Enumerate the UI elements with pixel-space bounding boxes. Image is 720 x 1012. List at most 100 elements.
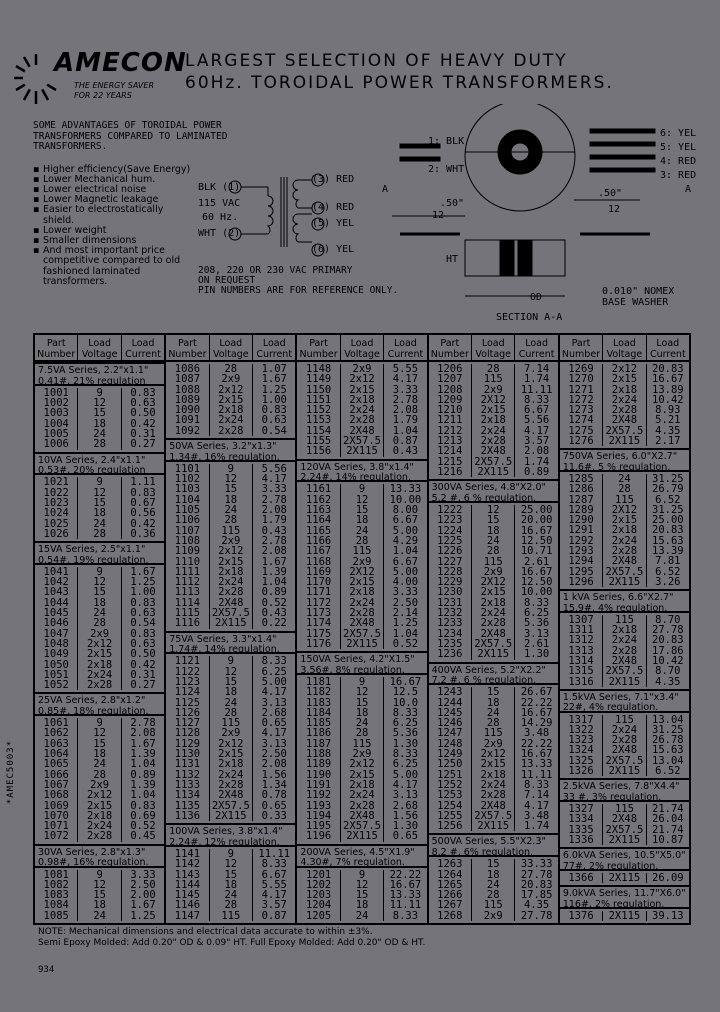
part-number-cell: 1312: [560, 635, 604, 646]
load-voltage-cell: 2x28: [341, 608, 385, 618]
part-number-cell: 1164: [297, 515, 341, 526]
part-number-cell: 1150: [297, 384, 341, 395]
load-voltage-cell: 18: [78, 508, 122, 519]
load-current-cell: 6.25: [261, 665, 287, 678]
load-voltage-cell: 24: [78, 910, 122, 921]
load-voltage-cell: 2X12: [603, 504, 647, 515]
part-number-cell: 1202: [297, 879, 341, 890]
load-current-cell: 22.22: [520, 737, 553, 750]
part-number-cell: 1376: [560, 910, 604, 921]
load-current-cell: 1.67: [130, 899, 156, 912]
load-current-cell: 7.14: [523, 789, 550, 802]
part-number-cell: 1249: [429, 749, 473, 759]
load-voltage-cell: 2x24: [210, 415, 254, 426]
series-heading: 750VA Series, 6.0"X2.7" 11.6#, 5 % regul…: [559, 448, 690, 472]
load-current-cell: 14.29: [520, 717, 553, 730]
advantage-item: Lower Magnetic leakage: [33, 194, 263, 205]
load-voltage-cell: 18: [78, 418, 122, 429]
part-number-cell: 1072: [35, 831, 79, 842]
part-number-cell: 1122: [166, 666, 210, 677]
series-heading: 2.5kVA Series, 7.8"X4.4" 33 #, 3% regula…: [559, 778, 690, 802]
load-current-cell: 0.65: [392, 830, 419, 843]
load-voltage-cell: 2x9: [78, 628, 122, 639]
part-number-cell: 1062: [35, 728, 79, 739]
load-current-cell: 0.27: [130, 438, 156, 451]
load-current-cell: 0.31: [130, 668, 156, 681]
load-current-cell: 1.00: [130, 586, 156, 599]
part-number-cell: 1294: [560, 556, 604, 567]
lead-6-label: 6: YEL: [660, 128, 697, 139]
load-voltage-cell: 2x24: [210, 577, 254, 588]
series-heading: 6.0kVA Series, 10.5"X5.0" 77#, 2% regula…: [559, 847, 690, 871]
part-number-cell: 1169: [297, 566, 341, 577]
load-voltage-cell: 2x18: [341, 587, 385, 598]
section-marker-left: A: [382, 184, 389, 195]
load-current-cell: 0.56: [130, 507, 156, 520]
load-current-cell: 2.14: [392, 607, 419, 620]
series-heading: 15VA Series, 2.5"x1.1" 0.54#, 19% regula…: [35, 541, 165, 565]
part-number-cell: 1068: [35, 790, 79, 801]
load-current-cell: 5.56: [523, 414, 550, 427]
load-voltage-cell: 2X57.5: [472, 639, 516, 649]
part-number-cell: 1112: [166, 577, 210, 588]
load-voltage-cell: 2X115: [341, 831, 385, 842]
load-current-cell: 11.11: [389, 899, 422, 912]
load-voltage-cell: 12: [78, 577, 122, 588]
part-number-cell: 1136: [166, 810, 210, 821]
load-voltage-cell: 115: [603, 804, 647, 814]
part-number-cell: 1208: [429, 384, 473, 395]
part-number-cell: 1204: [297, 900, 341, 911]
load-current-cell: 6.25: [392, 758, 419, 771]
advantage-item: Lower weight: [33, 225, 263, 236]
load-current-cell: 12.50: [520, 534, 553, 547]
load-voltage-cell: 115: [603, 714, 647, 725]
load-voltage-cell: 9: [210, 463, 254, 474]
part-number-cell: 1293: [560, 546, 604, 556]
part-number-cell: 1047: [35, 628, 79, 639]
part-number-cell: 1227: [429, 556, 473, 567]
load-voltage-cell: 115: [341, 738, 385, 749]
part-number-cell: 1127: [166, 718, 210, 729]
load-voltage-cell: 9: [78, 387, 122, 398]
part-number-cell: 1124: [166, 687, 210, 698]
load-voltage-cell: 2x18: [603, 384, 647, 395]
load-current-cell: 0.33: [261, 809, 287, 822]
load-voltage-cell: 18: [341, 900, 385, 911]
load-voltage-cell: 2x12: [210, 738, 254, 749]
part-number-cell: 1184: [297, 707, 341, 718]
load-current-cell: 17.85: [520, 889, 553, 902]
load-voltage-cell: 2X48: [603, 656, 647, 666]
part-number-cell: 1236: [429, 649, 473, 660]
part-number-cell: 1296: [560, 577, 604, 587]
part-number-cell: 1108: [166, 536, 210, 546]
part-number-cell: 1214: [429, 446, 473, 457]
lead-5-label: 5: YEL: [660, 142, 697, 153]
part-number-cell: 1295: [560, 566, 604, 577]
